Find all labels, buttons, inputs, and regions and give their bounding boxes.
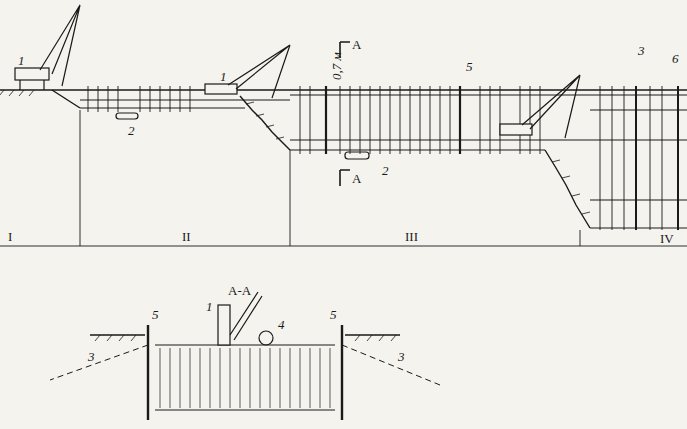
callout-number: 2 <box>382 164 389 177</box>
callout-number: 1 <box>18 54 25 67</box>
callout-number: 4 <box>278 318 285 331</box>
callout-number: 3 <box>638 44 645 57</box>
callout-number: 5 <box>466 60 473 73</box>
stage-number: I <box>8 230 12 243</box>
callout-number: 1 <box>206 300 213 313</box>
callout-number: 3 <box>88 350 95 363</box>
stage-number: IV <box>660 232 674 245</box>
stage-number: II <box>182 230 191 243</box>
section-mark: А <box>352 38 361 51</box>
callout-number: 3 <box>398 350 405 363</box>
callout-number: 2 <box>128 124 135 137</box>
callout-number: 5 <box>330 308 337 321</box>
callout-number: 5 <box>152 308 159 321</box>
callout-number: 6 <box>672 52 679 65</box>
stage-number: III <box>405 230 418 243</box>
callout-number: 1 <box>220 70 227 83</box>
section-mark: А <box>352 172 361 185</box>
section-title: А-А <box>228 284 251 297</box>
dimension-label: 0,7 м <box>330 52 343 80</box>
